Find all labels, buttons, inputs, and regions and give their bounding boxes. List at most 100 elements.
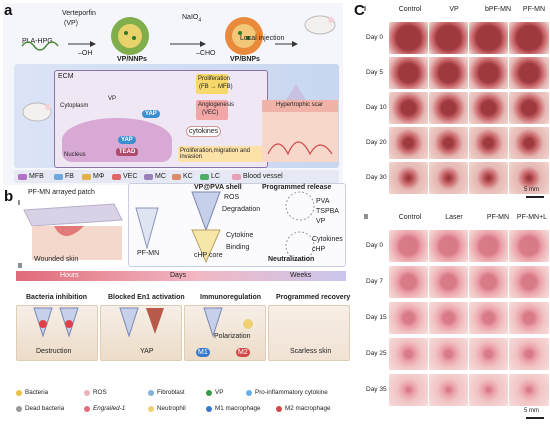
pva-label: PVA — [316, 198, 330, 205]
legend-dead-bacteria: Dead bacteria — [16, 405, 64, 412]
legend-m2: M2 macrophage — [276, 405, 331, 412]
aldehyde-group: –CHO — [196, 50, 216, 57]
core-needle-icon — [191, 229, 221, 264]
wounded-skin-label: Wounded skin — [34, 256, 79, 263]
angiogenesis-sub: (VEC) — [202, 110, 219, 116]
m1-badge: M1 — [196, 348, 210, 357]
legend-neutrophil: Neutrophil — [148, 405, 186, 412]
wound-photo — [469, 162, 508, 194]
wound-photo — [469, 302, 508, 334]
legend-pro-inflammatory: Pro-inflammatory cytokine — [246, 389, 328, 396]
phase-3-title: Immunoregulation — [200, 294, 262, 301]
scar-label: Hypertrophic scar — [276, 102, 324, 108]
wound-photo — [469, 92, 508, 124]
wound-photo — [509, 92, 549, 124]
polymer-chain-icon — [21, 41, 59, 51]
patch-label: PF-MN arrayed patch — [28, 189, 95, 196]
block-1-col-pf-mn: PF-MN — [522, 6, 546, 13]
vp-label: VP — [108, 96, 117, 102]
block-2-scale-line — [526, 417, 544, 419]
block-2-col-control: Control — [398, 214, 422, 221]
wound-photo — [429, 338, 468, 370]
core-label: cHP core — [194, 252, 223, 259]
block-1-scale-line — [526, 196, 544, 198]
phase-1-title: Bacteria inhibition — [26, 294, 88, 301]
blood-vessel-swatch-icon — [232, 173, 241, 180]
wound-photo — [469, 230, 508, 262]
cytokines-label: cytokines — [186, 126, 222, 137]
wound-photo — [469, 57, 508, 89]
wound-photo — [389, 374, 428, 406]
yap-label-b: YAP — [140, 348, 154, 355]
block-2-row-0: Day 0 — [366, 242, 383, 249]
angiogenesis-box — [196, 100, 228, 120]
legend-vec: VEC — [112, 173, 137, 180]
wound-photo — [429, 302, 468, 334]
wound-photo — [389, 338, 428, 370]
phase-4-box — [268, 305, 350, 361]
wound-photo — [389, 22, 428, 54]
drug-label: Verteporfin — [62, 10, 96, 17]
vp-icon — [206, 389, 212, 396]
section-2-numeral: II — [18, 263, 22, 270]
block-2-row-3: Day 25 — [366, 350, 387, 357]
wound-photo — [509, 338, 549, 370]
drug-abbr: (VP) — [64, 20, 78, 27]
m2-badge: M2 — [236, 348, 250, 357]
angiogenesis-label: Angiogenesis — [198, 102, 235, 108]
cytokine-label: Cytokine — [226, 232, 254, 239]
phase-1-box — [16, 305, 98, 361]
legend-mc: MC — [144, 173, 166, 180]
wound-photo — [469, 266, 508, 298]
destruction-label: Destruction — [36, 348, 72, 355]
timeline-hours: Hours — [60, 272, 79, 279]
cytokines-label-b: Cytokines — [312, 236, 343, 243]
phase-4-title: Programmed recovery — [276, 294, 351, 301]
pf-mn-label: PF-MN — [137, 250, 160, 257]
wound-photo — [429, 230, 468, 262]
wound-photo — [429, 22, 468, 54]
bnp-particle-icon — [225, 17, 263, 55]
nucleus-label: Nucleus — [64, 152, 86, 158]
wound-photo — [389, 57, 428, 89]
wound-photo — [509, 127, 549, 159]
lc-swatch-icon — [200, 173, 209, 180]
section-1-numeral: I — [18, 200, 20, 207]
phase-illustrations — [33, 307, 253, 338]
injection-label: Local injection — [240, 35, 285, 42]
shell-needle-icon — [191, 191, 221, 232]
yap-badge-2: YAP — [118, 136, 136, 144]
wound-photo — [469, 22, 508, 54]
legend-engrailed: Engrailed-1 — [84, 405, 125, 412]
wound-photo — [509, 230, 549, 262]
block-2-col-pf-mn: PF-MN — [486, 214, 510, 221]
block-2-numeral: II — [364, 214, 368, 221]
legend-vp: VP — [206, 389, 223, 396]
block-2-row-2: Day 15 — [366, 314, 387, 321]
timeline-weeks: Weeks — [290, 272, 312, 279]
block-2-col-laser: Laser — [445, 214, 463, 221]
wound-photo — [429, 92, 468, 124]
wound-photo — [389, 302, 428, 334]
synthesis-scheme — [21, 17, 298, 55]
block-1-col-vp: VP — [449, 6, 459, 13]
wound-photo — [509, 374, 549, 406]
neutrophil-icon — [148, 405, 154, 412]
panel-a-letter: a — [4, 2, 13, 19]
dead-bacteria-icon — [16, 405, 22, 412]
cytoplasm-label: Cytoplasm — [60, 103, 89, 109]
scarless-label: Scarless skin — [290, 348, 332, 355]
ros-label: ROS — [224, 194, 240, 201]
fibroblast-icon — [148, 389, 154, 396]
wound-photo — [509, 22, 549, 54]
nnp-particle-icon — [111, 17, 149, 55]
block-1-col-control: Control — [398, 6, 422, 13]
binding-label: Binding — [226, 244, 250, 251]
phase-2-box — [100, 305, 182, 361]
shell-label: VP@PVA shell — [194, 184, 242, 191]
wound-photo — [469, 127, 508, 159]
mfb-swatch-icon — [18, 173, 27, 180]
proliferation-sub: (FB → MFB) — [199, 84, 233, 90]
block-1-row-1: Day 5 — [366, 69, 383, 76]
wound-photo — [389, 230, 428, 262]
